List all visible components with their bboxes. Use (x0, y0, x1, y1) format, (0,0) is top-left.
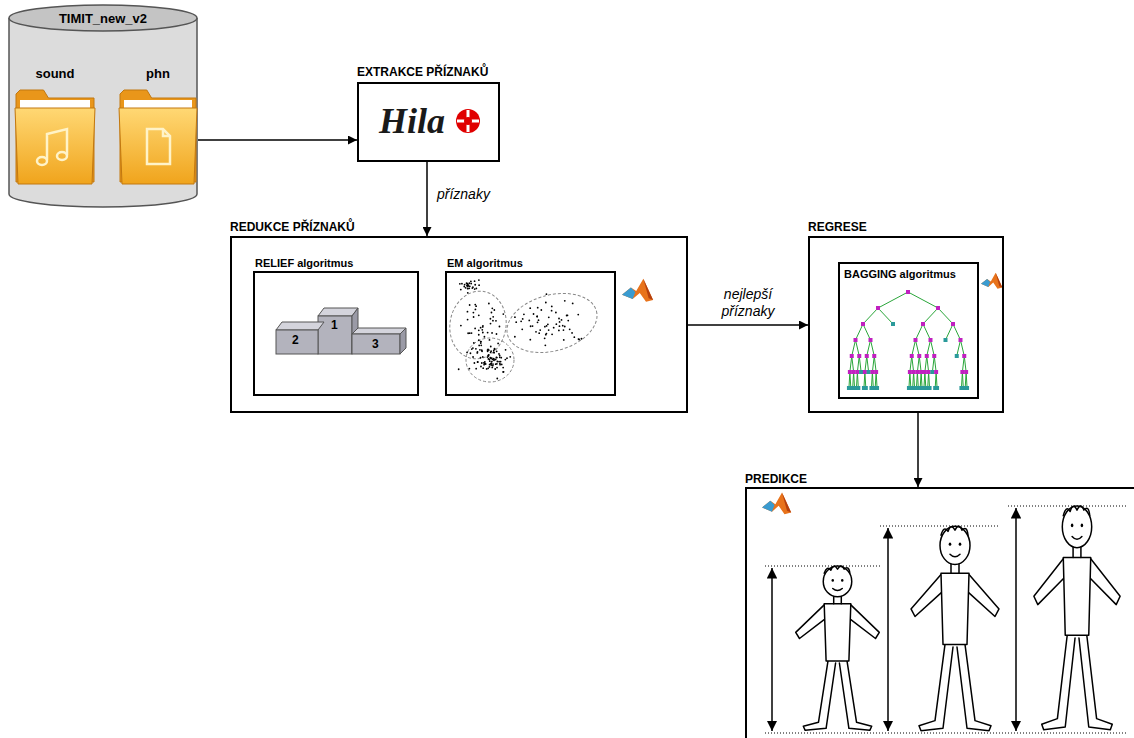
method-box: BAGGING algoritmus (838, 262, 979, 399)
box-heading: REDUKCE PŘÍZNAKŮ (230, 220, 355, 235)
rank-number: 2 (292, 333, 299, 347)
music-note-icon (37, 129, 67, 165)
flow-arrow (426, 162, 428, 236)
box-heading: sound (36, 66, 75, 82)
box-heading: PREDIKCE (745, 472, 807, 487)
flow-arrow (688, 324, 808, 326)
box-border (253, 271, 419, 396)
matlab-icon (981, 273, 1002, 289)
folder-icon: phn (118, 66, 198, 186)
matlab-icon (762, 493, 791, 515)
box-border (808, 236, 1004, 413)
document-icon (147, 129, 170, 164)
rank-number: 1 (331, 318, 338, 332)
method-box: EM algoritmus (445, 257, 616, 396)
box-heading: REGRESE (808, 220, 867, 235)
connector-label: příznaky (437, 186, 490, 203)
hila-logo-mark (456, 109, 480, 133)
box-heading: EM algoritmus (447, 257, 523, 270)
process-box: REDUKCE PŘÍZNAKŮ RELIEF algoritmus EM algo… (230, 219, 688, 413)
matlab-icon (622, 279, 653, 302)
bagging-tree (847, 290, 969, 390)
box-heading: RELIEF algoritmus (255, 257, 353, 270)
scatter-points (458, 279, 583, 379)
folder-shape (14, 86, 96, 186)
box-border (838, 262, 979, 399)
connector-label: nejlepší příznaky (698, 286, 798, 320)
podium-illustration (276, 308, 406, 354)
box-border (445, 271, 616, 396)
flow-arrow (198, 139, 357, 141)
folder-icon: sound (14, 66, 96, 186)
box-heading: TIMIT_new_v2 (59, 11, 147, 26)
logo-text: Hila (379, 101, 445, 141)
box-border (745, 487, 1134, 738)
rank-number: 3 (372, 337, 379, 351)
folder-shape (118, 86, 198, 186)
em-cluster-plot (445, 279, 604, 382)
box-heading: phn (146, 66, 170, 82)
process-box: EXTRAKCE PŘÍZNAKŮ Hila (357, 64, 500, 162)
box-heading: EXTRAKCE PŘÍZNAKŮ (357, 65, 488, 80)
height-figures (765, 506, 1128, 733)
database-cylinder: TIMIT_new_v2sound phn (8, 4, 198, 208)
box-heading: BAGGING algoritmus (844, 268, 956, 281)
process-box: PREDIKCE (745, 471, 1134, 738)
flow-arrow (917, 413, 919, 487)
process-box: REGRESE BAGGING algoritmus (808, 219, 1004, 413)
